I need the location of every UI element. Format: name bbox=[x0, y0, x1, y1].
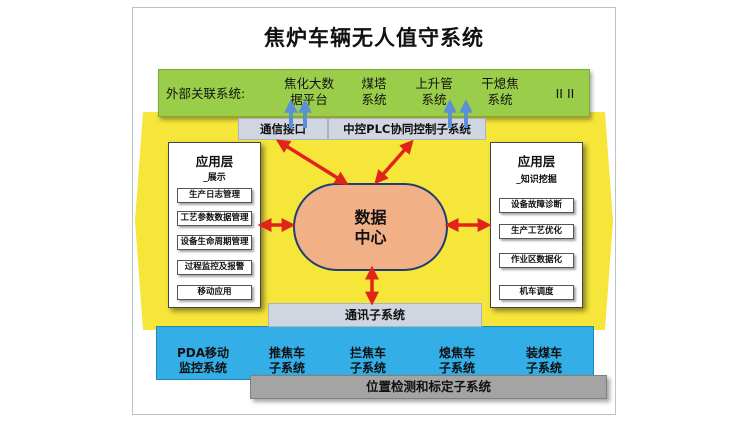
arrow-interface-datacenter bbox=[275, 139, 349, 185]
position-subsystem-box: 位置检测和标定子系统 bbox=[250, 375, 607, 399]
app-item-process-params: 工艺参数数据管理 bbox=[177, 211, 252, 226]
external-system-line: 上升管 bbox=[415, 76, 453, 91]
external-system-line: 煤塔 bbox=[361, 76, 387, 91]
subsystem-line: 推焦车 bbox=[268, 346, 305, 360]
external-system-line: 系统 bbox=[421, 92, 447, 107]
subsystem-pusher-car: 推焦车 子系统 bbox=[257, 346, 317, 376]
yellow-left-point bbox=[135, 112, 143, 330]
data-center-line: 数据 bbox=[354, 208, 387, 227]
external-systems-label: 外部关联系统: bbox=[166, 86, 246, 101]
subsystem-line: 子系统 bbox=[438, 361, 475, 375]
subsystem-line: 装煤车 bbox=[525, 346, 562, 360]
app-item-production-log: 生产日志管理 bbox=[177, 188, 252, 203]
arrow-plc-datacenter bbox=[374, 139, 414, 185]
external-system-riser: 上升管 系统 bbox=[408, 76, 460, 108]
app-layer-title: 应用层 bbox=[195, 154, 234, 169]
subsystem-guide-car: 拦焦车 子系统 bbox=[338, 346, 398, 376]
external-system-line: 系统 bbox=[361, 92, 387, 107]
app-item-monitoring: 过程监控及报警 bbox=[177, 260, 252, 275]
subsystem-line: 子系统 bbox=[525, 361, 562, 375]
subsystem-line: 子系统 bbox=[268, 361, 305, 375]
yellow-right-point bbox=[605, 112, 613, 330]
plc-subsystem-box: 中控PLC协同控制子系统 bbox=[328, 118, 486, 140]
subsystem-line: 监控系统 bbox=[178, 361, 227, 375]
subsystem-quench-car: 熄焦车 子系统 bbox=[427, 346, 487, 376]
app-item-mobile: 移动应用 bbox=[177, 285, 252, 300]
external-system-cdq: 干熄焦 系统 bbox=[470, 76, 530, 108]
app-item-process-optimization: 生产工艺优化 bbox=[499, 224, 574, 239]
subsystem-line: 拦焦车 bbox=[349, 346, 386, 360]
external-system-line: 焦化大数 bbox=[283, 76, 334, 91]
app-layer-subtitle: _展示 bbox=[203, 173, 226, 183]
subsystem-line: 子系统 bbox=[349, 361, 386, 375]
external-systems-band bbox=[158, 69, 590, 117]
app-layer-knowledge-panel: 应用层 _知识挖掘 设备故障诊断 生产工艺优化 作业区数据化 机车调度 bbox=[490, 142, 583, 308]
subsystem-line: 熄焦车 bbox=[438, 346, 475, 360]
external-system-extra: II II bbox=[555, 86, 575, 101]
app-layer-title: 应用层 bbox=[517, 154, 556, 169]
subsystem-charging-car: 装煤车 子系统 bbox=[514, 346, 574, 376]
subsystem-line: PDA移动 bbox=[176, 346, 230, 360]
external-system-line: 系统 bbox=[487, 92, 513, 107]
external-system-coal-tower: 煤塔 系统 bbox=[352, 76, 396, 108]
app-item-work-area-data: 作业区数据化 bbox=[499, 253, 574, 268]
app-item-fault-diagnosis: 设备故障诊断 bbox=[499, 198, 574, 213]
subsystem-pda: PDA移动 监控系统 bbox=[168, 346, 238, 376]
diagram-title: 焦炉车辆无人值守系统 bbox=[264, 26, 484, 50]
external-system-line: 干熄焦 bbox=[481, 76, 519, 91]
app-item-lifecycle: 设备生命周期管理 bbox=[177, 235, 252, 250]
app-item-locomotive-dispatch: 机车调度 bbox=[499, 285, 574, 300]
data-center-line: 中心 bbox=[354, 228, 387, 247]
app-layer-subtitle: _知识挖掘 bbox=[516, 175, 557, 185]
